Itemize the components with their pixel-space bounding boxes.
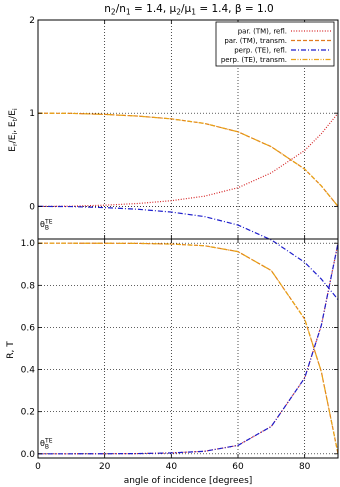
top-brewster-annotation: θBTE xyxy=(40,219,53,232)
legend-label: par. (TM), transm. xyxy=(224,37,287,45)
legend-label: par. (TM), refl. xyxy=(238,28,287,36)
top-series-line-3 xyxy=(37,205,339,300)
x-tick-label: 20 xyxy=(99,462,111,472)
bottom-plot-frame xyxy=(37,238,339,459)
legend-box xyxy=(215,21,335,67)
bottom-series-line-1 xyxy=(38,243,339,455)
bottom-y-tick-label: 0.2 xyxy=(21,408,35,418)
bottom-series-group xyxy=(38,242,339,455)
bottom-brewster-annotation: θBTE xyxy=(40,438,53,451)
top-series-group xyxy=(37,112,339,300)
x-axis-label: angle of incidence [degrees] xyxy=(124,476,253,486)
chart-title: n2/n1 = 1.4, μ2/μ1 = 1.4, β = 1.0 xyxy=(104,3,273,17)
bottom-series-line-2 xyxy=(38,242,339,454)
top-y-tick-label: 1 xyxy=(29,109,35,119)
bottom-ticks: 0 20 40 60 80 0.0 0.2 0.4 0.6 0.8 1.0 xyxy=(21,239,338,472)
bottom-y-tick-label: 0.0 xyxy=(21,450,36,460)
top-panel: 0 1 2 Er/Ei, Et/Ei θBTE par. (TM), refl.pa… xyxy=(8,16,339,300)
bottom-y-tick-label: 0.6 xyxy=(21,323,36,333)
bottom-series-line-4 xyxy=(38,242,339,454)
bottom-y-tick-label: 1.0 xyxy=(21,239,36,249)
top-series-line-2 xyxy=(37,112,339,207)
top-y-tick-label: 0 xyxy=(29,202,35,212)
bottom-y-tick-label: 0.4 xyxy=(21,366,36,376)
bottom-y-axis-label: R, T xyxy=(6,341,16,359)
legend-label: perp. (TE), refl. xyxy=(234,47,287,55)
top-y-tick-label: 2 xyxy=(29,16,35,26)
legend: par. (TM), refl.par. (TM), transm. perp. … xyxy=(215,21,335,67)
x-tick-label: 40 xyxy=(166,462,178,472)
top-y-axis-label: Er/Ei, Et/Ei xyxy=(8,108,19,152)
top-ticks: 0 1 2 xyxy=(29,16,338,239)
x-tick-label: 0 xyxy=(35,462,41,472)
bottom-y-tick-label: 0.8 xyxy=(21,281,36,291)
bottom-grid xyxy=(38,239,338,458)
bottom-panel: 0 20 40 60 80 0.0 0.2 0.4 0.6 0.8 1.0 R, T angle o… xyxy=(6,238,339,486)
top-series-line-1 xyxy=(37,112,339,207)
bottom-series-line-3 xyxy=(38,243,339,455)
x-tick-label: 80 xyxy=(299,462,311,472)
x-tick-label: 60 xyxy=(232,462,244,472)
top-series-line-4 xyxy=(37,112,339,207)
legend-label: perp. (TE), transm. xyxy=(221,56,287,64)
